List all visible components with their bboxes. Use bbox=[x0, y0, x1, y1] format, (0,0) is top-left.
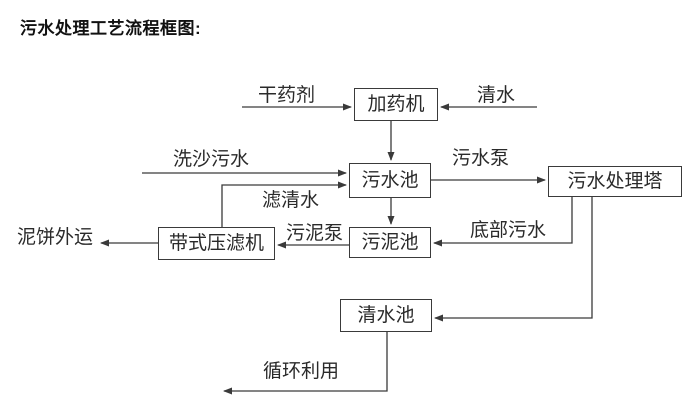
arrow-tower-to-clean-pool bbox=[434, 197, 593, 322]
diagram-title: 污水处理工艺流程框图: bbox=[20, 19, 202, 38]
node-sludge-pool: 污泥池 bbox=[349, 227, 431, 258]
node-clean-water-pool: 清水池 bbox=[340, 299, 432, 332]
arrow-clean-pool-to-recycle bbox=[223, 332, 388, 395]
label-sand-washing-sewage: 洗沙污水 bbox=[173, 149, 250, 170]
arrow-bottom-sewage-to-sludge bbox=[433, 197, 573, 247]
label-clean-water: 清水 bbox=[477, 85, 516, 106]
node-dosing-machine: 加药机 bbox=[354, 88, 438, 121]
label-mud-cake-outbound: 泥饼外运 bbox=[17, 227, 94, 248]
label-dry-agent: 干药剂 bbox=[258, 85, 316, 106]
node-sewage-treatment-tower: 污水处理塔 bbox=[548, 166, 682, 197]
node-belt-filter-press: 带式压滤机 bbox=[158, 227, 275, 260]
label-bottom-sewage: 底部污水 bbox=[470, 220, 547, 241]
arrow-filtered-water-to-pool bbox=[221, 181, 347, 227]
label-sewage-pump: 污水泵 bbox=[452, 148, 510, 169]
node-sewage-pool: 污水池 bbox=[349, 163, 431, 198]
label-sludge-pump: 污泥泵 bbox=[286, 223, 344, 244]
label-filtered-water: 滤清水 bbox=[262, 190, 320, 211]
label-recycling: 循环利用 bbox=[263, 361, 340, 382]
